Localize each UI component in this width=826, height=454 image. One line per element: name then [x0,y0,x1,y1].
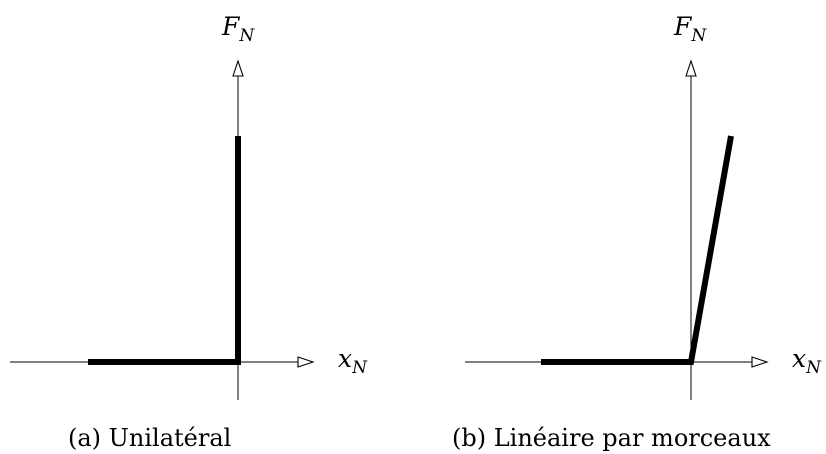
panel-b-caption: (b) Linéaire par morceaux [452,424,771,452]
panel-a-x-axis-label: xN [338,344,368,378]
panel-a-y-axis-label: FN [221,12,255,46]
panel-b-y-axis-arrow-icon [685,59,697,77]
panel-a-x-axis-arrow-icon [297,356,315,368]
panel-b-x-axis-label: xN [792,344,822,378]
panel-a-contact-law-curve [88,136,241,365]
panel-a: FN xN (a) Unilatéral [10,12,368,452]
panel-a-caption: (a) Unilatéral [68,424,231,452]
panel-b-contact-law-curve [541,135,734,365]
panel-b: FN xN (b) Linéaire par morceaux [452,12,822,452]
panel-b-y-axis-label: FN [673,12,707,46]
panel-b-x-axis-arrow-icon [751,356,769,368]
panel-a-y-axis-arrow-icon [232,59,244,77]
